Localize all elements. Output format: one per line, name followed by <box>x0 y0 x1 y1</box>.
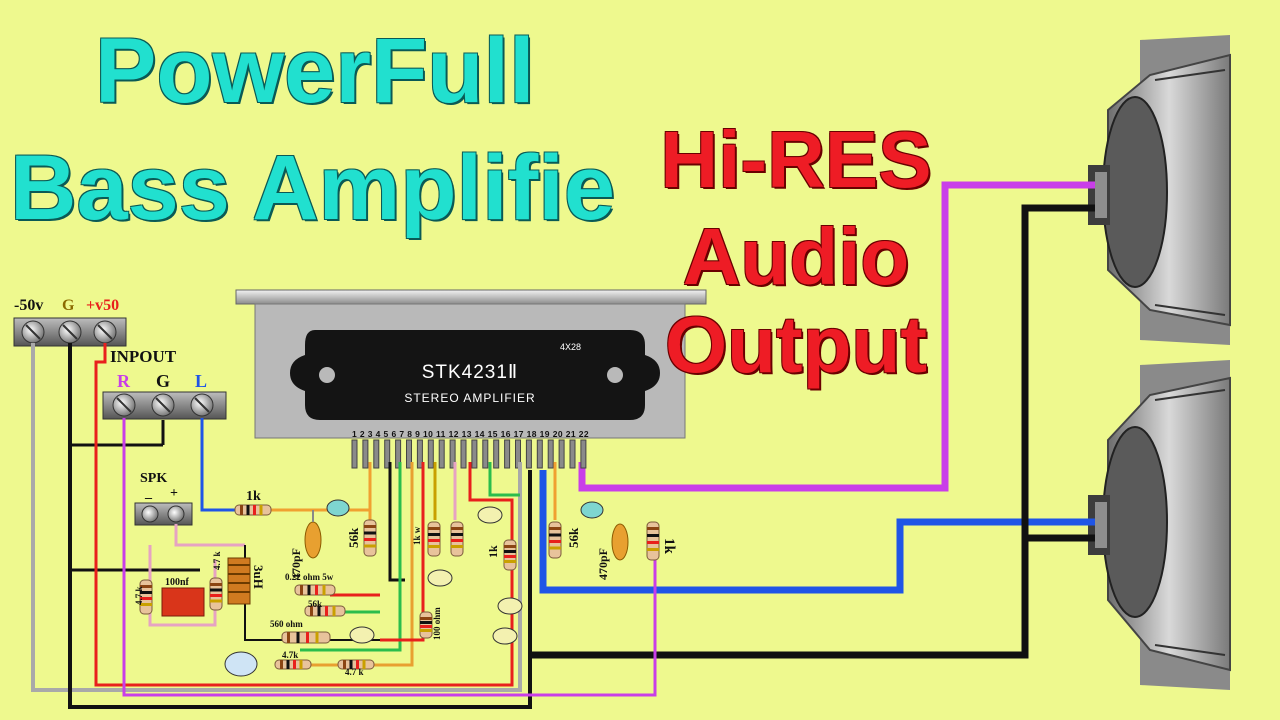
ic-pin <box>493 439 500 469</box>
resistor-4-7k-b <box>209 577 223 611</box>
ic-pin <box>384 439 391 469</box>
resistor-100-ohm <box>419 611 433 639</box>
cap-2-2uf-right <box>580 501 604 519</box>
resistor-1k-w-a <box>427 521 441 557</box>
cap-470pf-left <box>304 510 322 559</box>
title-line1: PowerFull <box>95 20 535 122</box>
cap-100nf <box>161 587 205 617</box>
resistor-1k-right <box>646 521 660 561</box>
hires-line2: Audio <box>682 212 910 301</box>
wire-blue-out <box>539 470 1095 594</box>
cap-2-2uf-left <box>326 499 350 517</box>
cap-10uf-d <box>497 597 523 615</box>
wire-black-top <box>530 204 1095 659</box>
resistor-1k-mid <box>503 539 517 571</box>
spk-terminal[interactable] <box>134 502 193 526</box>
ic-pin <box>536 439 543 469</box>
resistor-4-7k-d <box>337 659 375 670</box>
ic-pin <box>373 439 380 469</box>
ic-pin <box>362 439 369 469</box>
ic-pin <box>471 439 478 469</box>
resistor-1k-w-b <box>450 521 464 557</box>
cap-10uf-a <box>477 506 503 524</box>
power-terminal[interactable] <box>13 317 127 347</box>
wire-red-pos <box>94 343 514 687</box>
ic-pin <box>504 439 511 469</box>
resistor-560-ohm <box>281 631 331 644</box>
speaker-bottom <box>1088 360 1231 690</box>
ic-pins <box>351 439 587 469</box>
ic-pin <box>351 439 358 469</box>
ic-pin <box>482 439 489 469</box>
ic-pin <box>406 439 412 469</box>
resistor-56k-right <box>548 521 562 559</box>
ic-pin <box>525 439 532 469</box>
wire-purple-r <box>122 418 657 697</box>
ic-pin <box>460 439 467 469</box>
cap-47uf <box>224 651 258 677</box>
cap-10uf-c <box>349 626 375 644</box>
ic-pin <box>416 439 423 469</box>
ic-chip <box>290 330 660 420</box>
input-terminal[interactable] <box>102 391 227 420</box>
cap-10uf-e <box>492 627 518 645</box>
wire-black-gnd <box>68 343 532 709</box>
hires-line3: Output <box>664 300 928 389</box>
resistor-0-22-ohm <box>294 584 336 596</box>
ic-pin <box>580 439 587 469</box>
wire-gray-neg <box>31 343 522 692</box>
cap-10uf-b <box>427 569 453 587</box>
wire-blue-l <box>200 418 240 512</box>
ic-pin <box>449 439 456 469</box>
hires-line1: Hi-RES <box>660 115 932 204</box>
ic-pin <box>395 439 402 469</box>
resistor-56k-left <box>363 519 377 557</box>
resistor-4-7k-a <box>139 579 153 615</box>
ic-pin <box>558 439 565 469</box>
ic-pin <box>547 439 554 469</box>
resistor-1k-left <box>234 504 272 516</box>
ic-pin <box>569 439 576 469</box>
speaker-top <box>1088 35 1231 345</box>
ic-pin <box>438 439 445 469</box>
title-line2: Bass Amplifie <box>10 137 616 239</box>
cap-470pf-right <box>611 523 629 561</box>
ic-pin <box>427 439 434 469</box>
wire-purple-out <box>578 181 1095 492</box>
resistor-56k-low <box>304 605 346 617</box>
inductor-3uh <box>227 557 251 605</box>
resistor-4-7k-c <box>274 659 312 670</box>
